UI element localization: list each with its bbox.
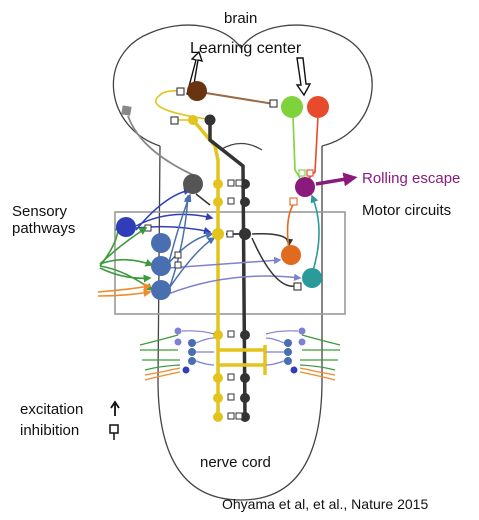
red-to-purple bbox=[308, 115, 319, 179]
inhibition-terminal bbox=[293, 282, 302, 291]
segmental-neurons-left bbox=[139, 327, 215, 381]
black-brain-neuron bbox=[204, 114, 216, 126]
learning-neuron-brown bbox=[187, 81, 207, 101]
rolling-escape-label: Rolling escape bbox=[362, 170, 461, 187]
hub-to-teal bbox=[251, 237, 297, 287]
gray-integrator-neuron bbox=[183, 174, 203, 194]
inhibition-terminal bbox=[306, 169, 314, 177]
brain-label: brain bbox=[224, 10, 258, 27]
motor-neuron-orange bbox=[281, 245, 301, 265]
inhibition-terminal bbox=[226, 230, 234, 238]
arrow-up-icon bbox=[110, 400, 120, 416]
gray-terminal-square bbox=[121, 105, 132, 116]
brain-lobe-divider bbox=[219, 142, 263, 151]
green-to-purple bbox=[292, 115, 301, 179]
motor-neuron-teal bbox=[302, 268, 322, 288]
incoming-sensory-arrows bbox=[97, 222, 154, 297]
yellow-ladder bbox=[218, 345, 267, 375]
excitation-legend-label: excitation bbox=[20, 401, 84, 418]
learning-input-arrow bbox=[295, 57, 312, 97]
motor-neuron-purple bbox=[295, 177, 315, 197]
learning-center-label: Learning center bbox=[190, 40, 302, 57]
inhibition-terminal bbox=[289, 197, 298, 206]
square-terminal-icon bbox=[109, 424, 119, 434]
sensory-neuron-steel bbox=[151, 233, 171, 253]
hub-neuron-black bbox=[239, 228, 251, 240]
yellow-to-brown-link bbox=[154, 90, 215, 121]
inhibition-terminal bbox=[170, 116, 179, 125]
gray-to-hub bbox=[195, 193, 211, 206]
inhibition-terminal bbox=[298, 169, 306, 177]
inhibition-terminal bbox=[174, 251, 182, 259]
brain-outline bbox=[112, 24, 373, 147]
sensory-projections bbox=[135, 187, 302, 295]
sensory-neuron-steel bbox=[151, 280, 171, 300]
inhibition-legend-label: inhibition bbox=[20, 422, 80, 439]
yellow-descending-axon bbox=[191, 118, 220, 420]
inhibition-terminal bbox=[176, 87, 185, 96]
citation: Ohyama et al, et al., Nature 2015 bbox=[222, 496, 429, 512]
brown-link bbox=[205, 92, 275, 105]
nerve-cord-label: nerve cord bbox=[200, 454, 271, 471]
learning-neuron-red bbox=[307, 96, 329, 118]
inhibition-terminal bbox=[174, 261, 182, 269]
trunk-synapses bbox=[213, 179, 250, 422]
segmental-neurons-right bbox=[265, 327, 341, 381]
hub-to-orange bbox=[251, 232, 294, 247]
orange-to-purple bbox=[286, 199, 297, 251]
sensory-pathways-label: Sensory pathways bbox=[12, 203, 76, 238]
learning-neuron-green bbox=[281, 96, 303, 118]
sensory-neuron-navy bbox=[116, 217, 136, 237]
black-descending-axon bbox=[208, 120, 247, 421]
teal-to-purple bbox=[310, 194, 320, 275]
hub-neuron-yellow bbox=[212, 228, 224, 240]
yellow-brain-neuron bbox=[188, 115, 198, 125]
body-outline bbox=[157, 145, 323, 501]
motor-circuits-label: Motor circuits bbox=[362, 202, 452, 219]
motor-circuit-box bbox=[114, 211, 346, 315]
sensory-neuron-steel bbox=[151, 256, 171, 276]
gray-ascending-link bbox=[127, 115, 194, 176]
inhibition-terminal bbox=[269, 99, 278, 108]
rolling-escape-arrow bbox=[315, 172, 358, 187]
